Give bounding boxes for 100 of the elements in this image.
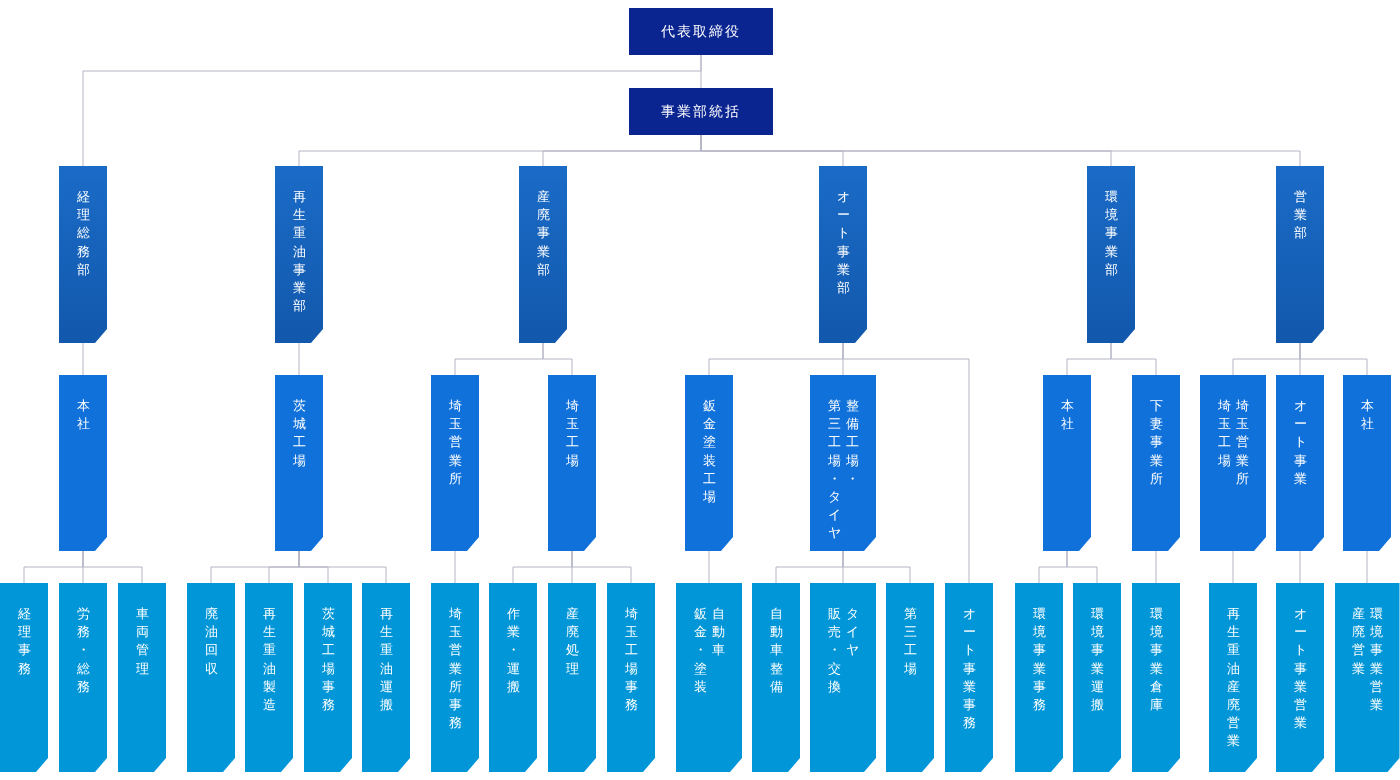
unit-label: 埼玉工場事務 [624, 605, 638, 714]
unit-label: 下妻事業所 [1149, 397, 1163, 488]
connector-line [1299, 550, 1301, 584]
unit-label: 自動車整備 [769, 605, 783, 696]
unit-label: タイヤ [845, 605, 859, 660]
connector-line [82, 550, 143, 584]
org-unit-box [275, 375, 323, 551]
org-unit-box [1132, 583, 1180, 772]
unit-label: 再生重油製造 [262, 605, 276, 714]
unit-label: 労務・総務 [76, 605, 90, 696]
org-unit-box [1015, 583, 1063, 772]
unit-label: 本社 [76, 397, 90, 434]
org-unit-box [1276, 583, 1324, 772]
org-unit-box [685, 375, 733, 551]
org-unit-box [59, 583, 107, 772]
unit-label: 茨城工場 [292, 397, 306, 470]
org-unit-box [548, 583, 596, 772]
unit-label: 埼玉営業所 [1235, 397, 1249, 488]
unit-label: 再生重油運搬 [379, 605, 393, 714]
connector-line [1110, 342, 1157, 376]
unit-label: 鈑金・塗装 [693, 605, 707, 696]
unit-label: オート事業事務 [962, 605, 976, 733]
org-unit-box [607, 583, 655, 772]
unit-label: 経理総務部 [76, 188, 90, 279]
org-unit-box [810, 583, 876, 772]
connector-line [1232, 550, 1234, 584]
unit-label: 本社 [1360, 397, 1374, 434]
unit-label: 再生重油事業部 [292, 188, 306, 316]
unit-label: 代表取締役 [661, 22, 741, 41]
org-unit-box [1043, 375, 1091, 551]
org-unit-box [431, 375, 479, 551]
unit-label: 鈑金塗装工場 [702, 397, 716, 506]
connector-line [82, 54, 702, 167]
unit-label: 茨城工場事務 [321, 605, 335, 714]
org-unit-box [945, 583, 993, 772]
connector-line [1155, 550, 1157, 584]
unit-label: 事業部統括 [661, 102, 741, 121]
org-unit-box [629, 8, 773, 55]
org-unit-box [431, 583, 479, 772]
connector-line [1366, 550, 1368, 584]
org-unit-box [629, 88, 773, 135]
org-unit-box [489, 583, 537, 772]
unit-label: 埼玉営業所 [448, 397, 462, 488]
unit-label: 埼玉工場 [1217, 397, 1231, 470]
unit-label: 第三工場 [903, 605, 917, 678]
org-unit-box [519, 166, 567, 343]
unit-label: オート事業 [1293, 397, 1307, 488]
unit-label: 産廃営業 [1351, 605, 1365, 678]
unit-label: 第三工場・タイヤ [827, 397, 841, 543]
org-unit-box [245, 583, 293, 772]
org-unit-box [275, 166, 323, 343]
unit-label: 埼玉営業所事務 [448, 605, 462, 733]
unit-label: 自動車 [711, 605, 725, 660]
unit-label: 廃油回収 [204, 605, 218, 678]
unit-label: 環境事業運搬 [1090, 605, 1104, 714]
org-unit-box [810, 375, 876, 551]
org-unit-box [1132, 375, 1180, 551]
unit-label: 整備工場・ [845, 397, 859, 488]
unit-label: オート事業部 [836, 188, 850, 297]
org-unit-box [1276, 375, 1324, 551]
org-unit-box [118, 583, 166, 772]
org-unit-box [59, 166, 107, 343]
unit-label: 販売・交換 [827, 605, 841, 696]
org-unit-box [362, 583, 410, 772]
org-unit-box [187, 583, 235, 772]
org-unit-box [819, 166, 867, 343]
unit-label: 埼玉工場 [565, 397, 579, 470]
org-unit-box [676, 583, 742, 772]
org-unit-box [1343, 375, 1391, 551]
connector-line [542, 342, 573, 376]
connector-line [1066, 550, 1098, 584]
unit-label: 作業・運搬 [506, 605, 520, 696]
connector-line [842, 550, 911, 584]
unit-label: 経理事務 [17, 605, 31, 678]
org-unit-box [1087, 166, 1135, 343]
connector-line [1299, 342, 1368, 376]
connector-line [571, 550, 632, 584]
org-unit-box [1073, 583, 1121, 772]
org-unit-box [886, 583, 934, 772]
org-unit-box [59, 375, 107, 551]
connector-line [298, 342, 300, 376]
org-unit-box [1276, 166, 1324, 343]
connector-line [82, 342, 84, 376]
unit-label: 営業部 [1293, 188, 1307, 243]
org-unit-box [1200, 375, 1266, 551]
org-unit-box [752, 583, 800, 772]
unit-label: 車両管理 [135, 605, 149, 678]
org-unit-box [548, 375, 596, 551]
unit-label: 再生重油産廃営業 [1226, 605, 1240, 751]
unit-label: 本社 [1060, 397, 1074, 434]
unit-label: 産廃処理 [565, 605, 579, 678]
org-unit-box [0, 583, 48, 772]
connector-line [454, 550, 456, 584]
unit-label: オート事業営業 [1293, 605, 1307, 733]
unit-label: 環境事業事務 [1032, 605, 1046, 714]
org-unit-box [1209, 583, 1257, 772]
org-unit-box [304, 583, 352, 772]
org-unit-box [1334, 583, 1400, 772]
unit-label: 環境事業倉庫 [1149, 605, 1163, 714]
unit-label: 環境事業営業 [1369, 605, 1383, 714]
